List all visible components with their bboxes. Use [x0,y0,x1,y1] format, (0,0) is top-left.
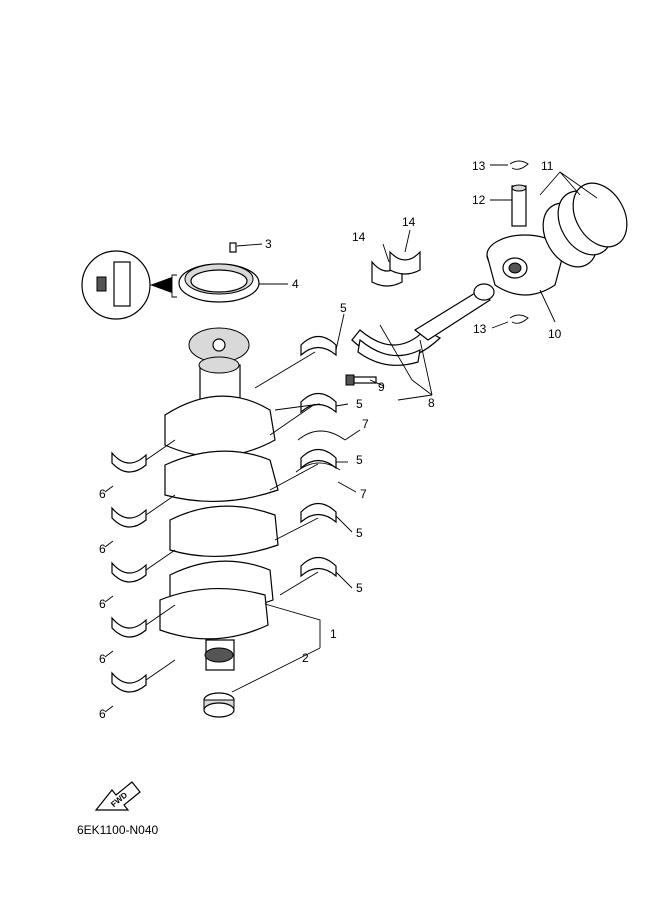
callout-8: 8 [428,396,435,410]
connecting-rod-part [351,283,495,366]
bolt-part [345,374,377,386]
callout-4: 4 [292,277,299,291]
callout-6: 6 [99,597,106,611]
clips [509,160,529,324]
callout-7: 7 [360,487,367,501]
fwd-arrow: FWD [94,781,141,811]
main-bearing-shells-right [300,335,337,578]
callout-10: 10 [548,327,562,341]
callout-9: 9 [378,380,385,394]
callout-14: 14 [402,215,416,229]
callout-12: 12 [472,193,486,207]
callout-5: 5 [356,453,363,467]
main-bearing-shells-left [111,451,147,693]
callout-6: 6 [99,652,106,666]
piston-part [486,234,564,296]
pin-part [229,242,237,253]
callout-6: 6 [99,707,106,721]
callout-5: 5 [356,581,363,595]
callout-5: 5 [356,397,363,411]
detail-inset [81,250,177,320]
callout-6: 6 [99,487,106,501]
callout-11: 11 [541,159,554,173]
callout-6: 6 [99,542,106,556]
piston-pin-part [511,184,527,227]
thrust-washers [295,430,346,473]
callout-3: 3 [265,237,272,251]
callout-7: 7 [362,417,369,431]
diagram-code: 6EK1100-N040 [77,823,159,837]
callout-13: 13 [473,322,487,336]
bearing-part [203,692,235,718]
oil-seal-part [178,263,260,303]
callout-labels: 3 4 5 5 7 5 7 5 5 1 2 6 6 6 6 6 14 14 9 … [99,159,562,721]
callout-1: 1 [330,627,337,641]
callout-2: 2 [302,651,309,665]
callout-5: 5 [340,301,347,315]
callout-5: 5 [356,526,363,540]
rod-bearings [371,250,421,287]
leader-lines [104,164,598,713]
piston-rings [542,182,628,268]
callout-14: 14 [352,230,366,244]
crankshaft-part [159,327,279,671]
callout-13: 13 [472,159,486,173]
